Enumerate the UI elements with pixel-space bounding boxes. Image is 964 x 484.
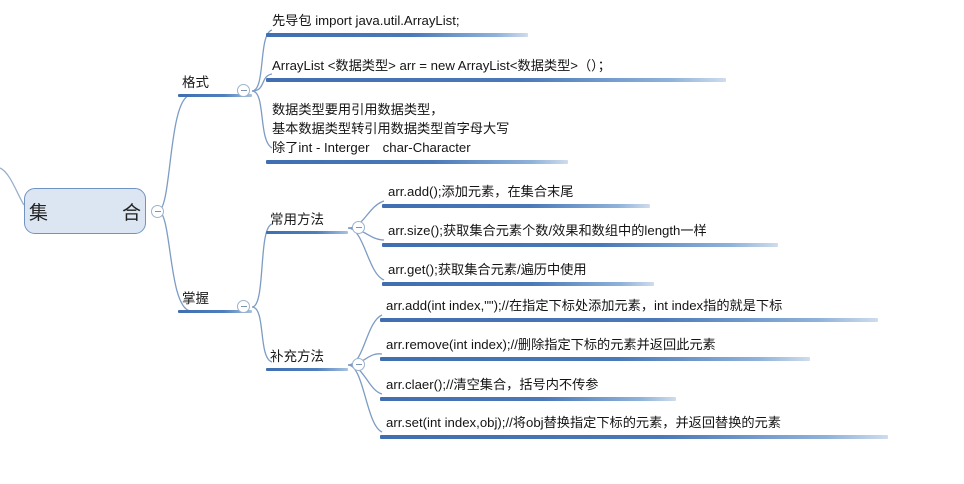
collapse-toggle-format[interactable] (237, 84, 250, 97)
topic-declare-underline (266, 78, 726, 82)
collapse-toggle-root[interactable] (151, 205, 164, 218)
topic-set-text: arr.set(int index,obj);//将obj替换指定下标的元素，并… (386, 415, 781, 430)
branch-format[interactable]: 格式 (178, 74, 252, 98)
topic-add-underline (382, 204, 650, 208)
topic-clear-underline (380, 397, 676, 401)
topic-remove-text: arr.remove(int index);//删除指定下标的元素并返回此元素 (386, 337, 716, 352)
topic-size-underline (382, 243, 778, 247)
topic-add-index[interactable]: arr.add(int index,"");//在指定下标处添加元素，int i… (380, 296, 878, 322)
topic-remove-underline (380, 357, 810, 361)
topic-import[interactable]: 先导包 import java.util.ArrayList; (266, 11, 528, 37)
topic-add-index-underline (380, 318, 878, 322)
topic-add-index-text: arr.add(int index,"");//在指定下标处添加元素，int i… (386, 298, 783, 313)
branch-master-label: 掌握 (182, 291, 209, 306)
branch-format-underline (178, 94, 252, 98)
branch-master[interactable]: 掌握 (178, 290, 252, 314)
topic-declare-text: ArrayList <数据类型> arr = new ArrayList<数据类… (272, 58, 611, 73)
topic-wrapper-types-underline (266, 160, 568, 164)
collapse-toggle-extra-methods[interactable] (352, 358, 365, 371)
branch-extra-methods-label: 补充方法 (270, 349, 324, 364)
branch-extra-methods-underline (266, 368, 348, 372)
topic-size-text: arr.size();获取集合元素个数/效果和数组中的length一样 (388, 223, 707, 238)
collapse-toggle-master[interactable] (237, 300, 250, 313)
topic-add[interactable]: arr.add();添加元素，在集合末尾 (382, 182, 650, 208)
topic-set[interactable]: arr.set(int index,obj);//将obj替换指定下标的元素，并… (380, 413, 888, 439)
topic-wrapper-types-text: 数据类型要用引用数据类型， 基本数据类型转引用数据类型首字母大写 除了int -… (272, 102, 510, 155)
topic-import-underline (266, 33, 528, 37)
branch-common-methods-underline (266, 231, 348, 235)
branch-format-label: 格式 (182, 75, 209, 90)
topic-get-underline (382, 282, 654, 286)
branch-extra-methods[interactable]: 补充方法 (266, 348, 348, 372)
topic-declare[interactable]: ArrayList <数据类型> arr = new ArrayList<数据类… (266, 56, 726, 82)
topic-wrapper-types[interactable]: 数据类型要用引用数据类型， 基本数据类型转引用数据类型首字母大写 除了int -… (266, 100, 568, 164)
topic-clear[interactable]: arr.claer();//清空集合，括号内不传参 (380, 375, 676, 401)
topic-get[interactable]: arr.get();获取集合元素/遍历中使用 (382, 260, 654, 286)
branch-common-methods-label: 常用方法 (270, 212, 324, 227)
branch-master-underline (178, 310, 252, 314)
topic-add-text: arr.add();添加元素，在集合末尾 (388, 184, 574, 199)
branch-common-methods[interactable]: 常用方法 (266, 211, 348, 235)
topic-clear-text: arr.claer();//清空集合，括号内不传参 (386, 377, 599, 392)
topic-size[interactable]: arr.size();获取集合元素个数/效果和数组中的length一样 (382, 221, 778, 247)
topic-set-underline (380, 435, 888, 439)
topic-import-text: 先导包 import java.util.ArrayList; (272, 13, 460, 28)
root-node[interactable]: 集 合 (24, 188, 146, 234)
topic-get-text: arr.get();获取集合元素/遍历中使用 (388, 262, 587, 277)
topic-remove[interactable]: arr.remove(int index);//删除指定下标的元素并返回此元素 (380, 335, 810, 361)
collapse-toggle-common-methods[interactable] (352, 221, 365, 234)
root-label: 集 合 (29, 202, 154, 224)
